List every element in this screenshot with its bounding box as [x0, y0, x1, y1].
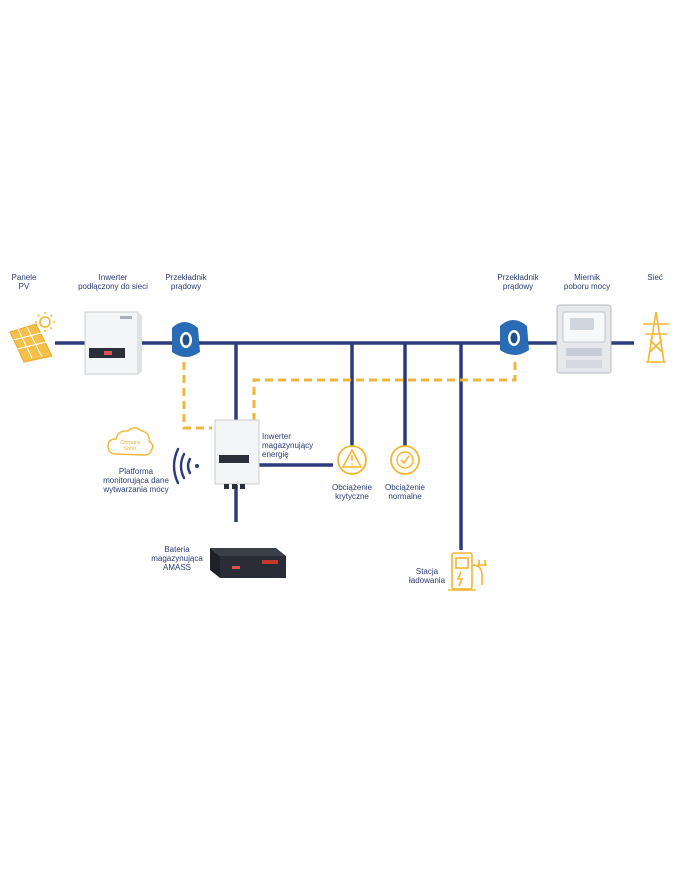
ct-right-comm-line	[252, 362, 517, 420]
comm-lines	[182, 362, 517, 430]
grid-inverter-device	[84, 311, 142, 375]
power-lines	[55, 341, 634, 550]
ct-left-icon	[172, 322, 200, 357]
power-meter-device	[556, 304, 612, 374]
check-icon	[390, 445, 420, 475]
wifi-signal-icon	[172, 447, 199, 485]
charging-station-icon	[448, 552, 487, 591]
pv-panel-icon	[9, 312, 55, 363]
ct-left-comm-line	[182, 362, 212, 430]
grid-label: Sieć	[647, 273, 663, 282]
warning-icon	[337, 445, 367, 475]
battery-device	[210, 548, 286, 578]
power-tower-icon	[643, 311, 669, 363]
ct-right-icon	[500, 320, 529, 355]
storage-inverter-device	[214, 419, 260, 489]
cloud-icon	[107, 427, 154, 456]
